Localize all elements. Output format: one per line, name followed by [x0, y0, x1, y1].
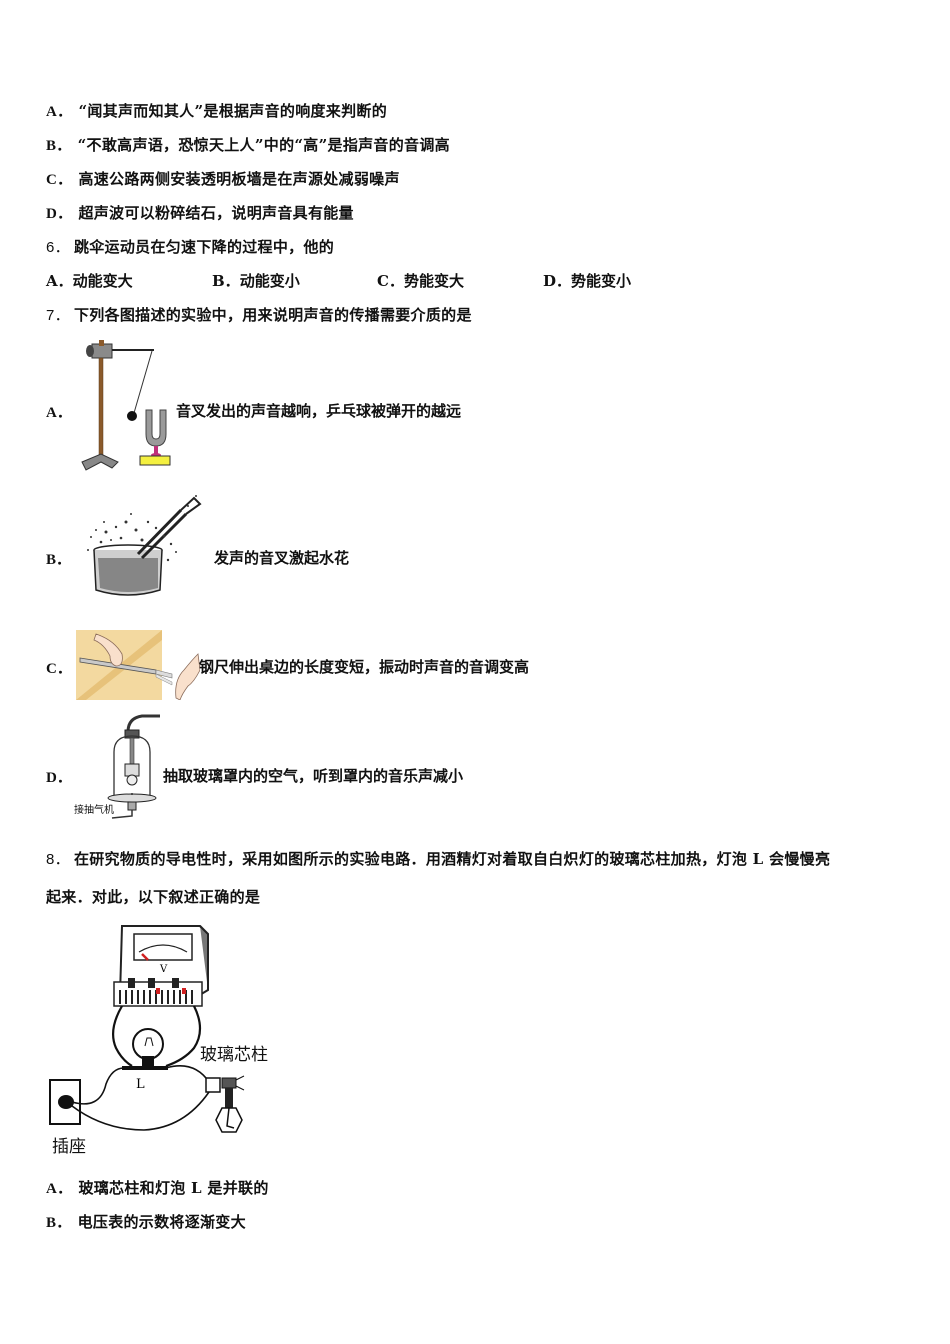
conductivity-circuit-figure: V L — [49, 925, 245, 1133]
q8-stem-line1: 8．在研究物质的导电性时，采用如图所示的实验电路．用酒精灯对着取自白炽灯的玻璃芯… — [46, 849, 830, 870]
option-text: 势能变小 — [571, 272, 632, 290]
question-text: 跳伞运动员在匀速下降的过程中，他的 — [73, 238, 335, 256]
q5-option-b: B． “不敢高声语，恐惊天上人”中的“高”是指声音的音调高 — [46, 135, 450, 156]
q6-option-b: B．动能变小 — [212, 271, 300, 291]
q5-option-d: D． 超声波可以粉碎结石，说明声音具有能量 — [46, 203, 354, 224]
option-label: B． — [212, 272, 240, 290]
option-label: D． — [543, 272, 572, 290]
option-text: 动能变小 — [239, 272, 300, 290]
q7-option-b-text: 发声的音叉激起水花 — [214, 549, 350, 567]
option-label: B． — [46, 1215, 72, 1231]
q6-options: A．动能变大 B．动能变小 C．势能变大 D．势能变小 — [46, 271, 906, 291]
q5-option-a: A． “闻其声而知其人”是根据声音的响度来判断的 — [46, 101, 387, 122]
q7-option-c-text: 钢尺伸出桌边的长度变短，振动时声音的音调变高 — [199, 658, 530, 676]
question-text: 在研究物质的导电性时，采用如图所示的实验电路．用酒精灯对着取自白炽灯的玻璃芯柱加… — [73, 850, 831, 868]
q6-stem: 6．跳伞运动员在匀速下降的过程中，他的 — [46, 237, 334, 258]
option-text: 玻璃芯柱和灯泡 L 是并联的 — [78, 1179, 269, 1197]
q7-stem: 7．下列各图描述的实验中，用来说明声音的传播需要介质的是 — [46, 305, 472, 326]
q7-option-a-text: 音叉发出的声音越响，乒乓球被弹开的越远 — [176, 402, 462, 420]
option-label: A． — [46, 104, 73, 120]
q6-option-d: D．势能变小 — [543, 271, 631, 291]
q8-option-b: B． 电压表的示数将逐渐变大 — [46, 1212, 246, 1233]
question-number: 7． — [46, 307, 70, 324]
option-label: C． — [46, 172, 73, 188]
question-text: 下列各图描述的实验中，用来说明声音的传播需要介质的是 — [73, 306, 472, 324]
tuning-fork-water-figure — [87, 495, 202, 596]
q6-option-c: C．势能变大 — [377, 271, 464, 291]
question-number: 6． — [46, 239, 70, 256]
bulb-symbol: L — [136, 1077, 145, 1092]
question-number: 8． — [46, 851, 70, 868]
option-text: 高速公路两侧安装透明板墙是在声源处减弱噪声 — [78, 170, 400, 188]
option-label: B． — [46, 138, 72, 154]
q7-option-d-text: 抽取玻璃罩内的空气，听到罩内的音乐声减小 — [163, 767, 464, 785]
q7-option-a-label: A． — [46, 405, 72, 421]
q6-option-a: A．动能变大 — [46, 271, 133, 291]
tuning-fork-pingpong-figure — [81, 340, 171, 471]
glass-core-label: 玻璃芯柱 — [200, 1045, 268, 1065]
option-text: 势能变大 — [403, 272, 464, 290]
q7-option-d-label: D． — [46, 770, 72, 786]
question-text-cont: 起来．对此，以下叙述正确的是 — [46, 888, 261, 906]
steel-ruler-table-figure — [76, 630, 200, 700]
option-text: “不敢高声语，恐惊天上人”中的“高”是指声音的音调高 — [77, 136, 450, 154]
option-label: A． — [46, 272, 73, 290]
meter-symbol: V — [159, 964, 168, 975]
q7-option-b-label: B． — [46, 552, 72, 568]
option-label: D． — [46, 206, 73, 222]
bell-jar-vacuum-figure — [107, 714, 160, 819]
option-text: 电压表的示数将逐渐变大 — [77, 1213, 246, 1231]
option-label: A． — [46, 1181, 73, 1197]
option-label: C． — [377, 272, 404, 290]
q8-stem-line2: 起来．对此，以下叙述正确的是 — [46, 887, 260, 907]
option-text: 超声波可以粉碎结石，说明声音具有能量 — [78, 204, 354, 222]
socket-label: 插座 — [52, 1137, 86, 1157]
q8-option-a: A． 玻璃芯柱和灯泡 L 是并联的 — [46, 1178, 269, 1199]
option-text: 动能变大 — [72, 272, 133, 290]
q5-option-c: C． 高速公路两侧安装透明板墙是在声源处减弱噪声 — [46, 169, 400, 190]
q7-option-c-label: C． — [46, 661, 72, 677]
vacuum-pump-label: 接抽气机 — [74, 805, 114, 816]
option-text: “闻其声而知其人”是根据声音的响度来判断的 — [78, 102, 387, 120]
